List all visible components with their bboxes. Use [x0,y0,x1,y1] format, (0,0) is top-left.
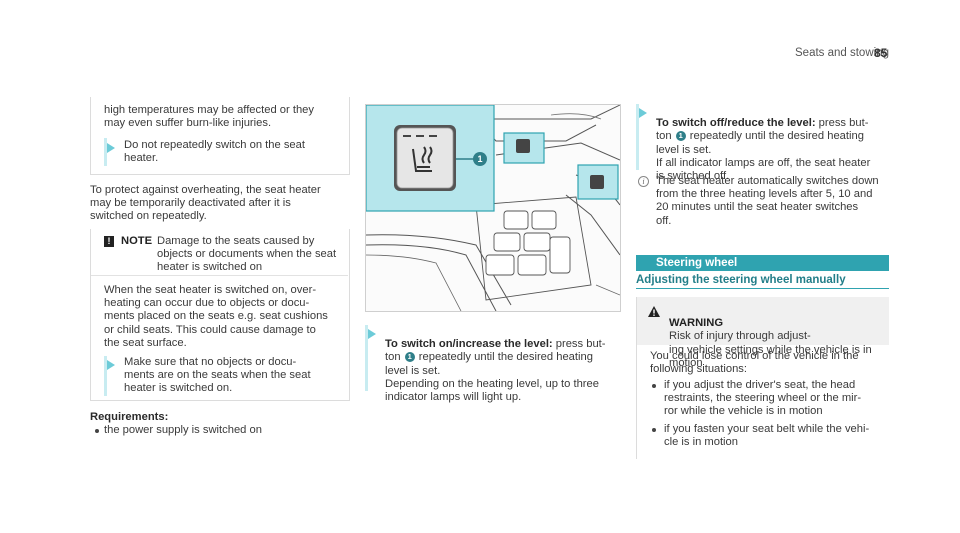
bullet-dot [652,428,656,432]
note-step: Make sure that no objects or docu- ments… [124,356,311,395]
warning-triangle-icon [648,306,660,317]
continued-box [90,97,350,175]
seat-heater-icon [412,146,433,172]
callout-number: 1 [675,131,686,142]
subheading-underline [636,288,889,289]
step-text-a: press but- ton [656,117,869,143]
warning-label: WARNING [669,317,724,330]
intro-text: high temperatures may be affected or the… [104,104,314,130]
switch-off-step: To switch off/reduce the level: press bu… [656,104,896,183]
requirements-heading: Requirements: [90,411,169,423]
play-arrow-icon [107,357,115,375]
note-box [90,229,350,401]
warning-box [636,297,890,459]
protect-paragraph: To protect against overheating, the seat… [90,184,321,223]
warning-title-block: WARNING Risk of injury through adjust- i… [669,304,891,370]
note-icon: ! [104,236,114,247]
section-title: Steering wheel [656,257,738,269]
bullet-dot [95,429,99,433]
switch-on-step: To switch on/increase the level: press b… [385,325,620,404]
warning-title: Risk of injury through adjust- ing vehic… [669,330,872,369]
note-title: Damage to the seats caused by objects or… [157,235,337,274]
step-title: To switch on/increase the level: [385,338,553,351]
requirement-item: the power supply is switched on [104,424,262,436]
bullet-dot [652,384,656,388]
step-highlight [104,138,107,166]
step-highlight [636,104,639,170]
info-text: The seat heater automatically switches d… [656,175,879,227]
note-divider [91,275,348,276]
step-title: To switch off/reduce the level: [656,117,816,130]
note-label: NOTE [121,235,153,247]
door-panel-drawing [366,105,620,311]
step-highlight [365,325,368,391]
play-arrow-icon [368,326,376,344]
step-text-b: repeatedly until the desired heating lev… [656,130,871,183]
section-bar [636,255,889,271]
step-text: Do not repeatedly switch on the seat hea… [124,139,305,165]
step-text-a: press but- ton [385,338,606,364]
page-section-title: Seats and stowing [795,47,889,59]
warning-header-bg [637,297,889,345]
image-callout-number: 1 [477,154,483,164]
warning-body: You could lose control of the vehicle in… [650,350,859,376]
page-number: 85 [874,46,888,60]
callout-number: 1 [404,352,415,363]
subheading: Adjusting the steering wheel manually [636,274,846,286]
note-body: When the seat heater is switched on, ove… [104,284,328,349]
step-highlight [104,356,107,396]
note-title-bg [91,229,348,277]
play-arrow-icon [107,140,115,158]
seat-heater-illustration: 1 [365,104,621,312]
step-text-b: repeatedly until the desired heating lev… [385,351,599,404]
info-icon: i [638,176,649,187]
warning-item: if you fasten your seat belt while the v… [664,423,870,449]
warning-item: if you adjust the driver's seat, the hea… [664,379,862,418]
play-arrow-icon [639,105,647,123]
